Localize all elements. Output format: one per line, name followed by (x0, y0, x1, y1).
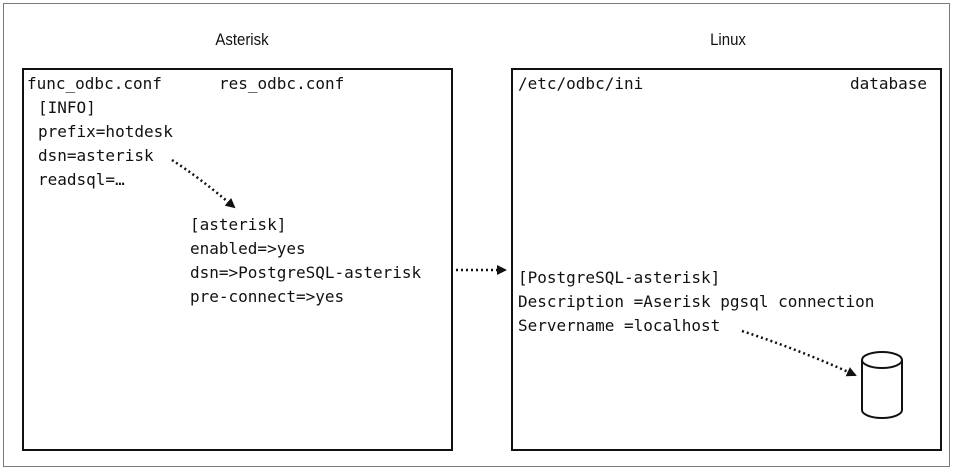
linux-section-title: Linux (710, 30, 746, 49)
odbc-line-description: Description =Aserisk pgsql connection (518, 292, 875, 311)
res-line-dsn: dsn=>PostgreSQL-asterisk (190, 263, 422, 282)
database-label: database (850, 74, 928, 93)
database-cylinder-icon (861, 351, 903, 419)
func-line-readsql: readsql=… (38, 170, 125, 189)
res-line-section: [asterisk] (190, 215, 287, 234)
asterisk-panel (22, 68, 453, 451)
res-line-enabled: enabled=>yes (190, 239, 306, 258)
func-line-dsn: dsn=asterisk (38, 146, 154, 165)
arrow-odbc-to-database (741, 329, 857, 377)
asterisk-section-title: Asterisk (215, 30, 269, 49)
arrow-func-to-res (171, 158, 236, 209)
odbc-line-servername: Servername =localhost (518, 316, 721, 335)
res-odbc-filename: res_odbc.conf (219, 74, 345, 93)
res-line-preconnect: pre-connect=>yes (190, 287, 345, 306)
func-line-info: [INFO] (38, 98, 96, 117)
odbc-ini-filename: /etc/odbc/ini (518, 74, 644, 93)
func-line-prefix: prefix=hotdesk (38, 122, 173, 141)
odbc-line-section: [PostgreSQL-asterisk] (518, 268, 721, 287)
func-odbc-filename: func_odbc.conf (27, 74, 162, 93)
